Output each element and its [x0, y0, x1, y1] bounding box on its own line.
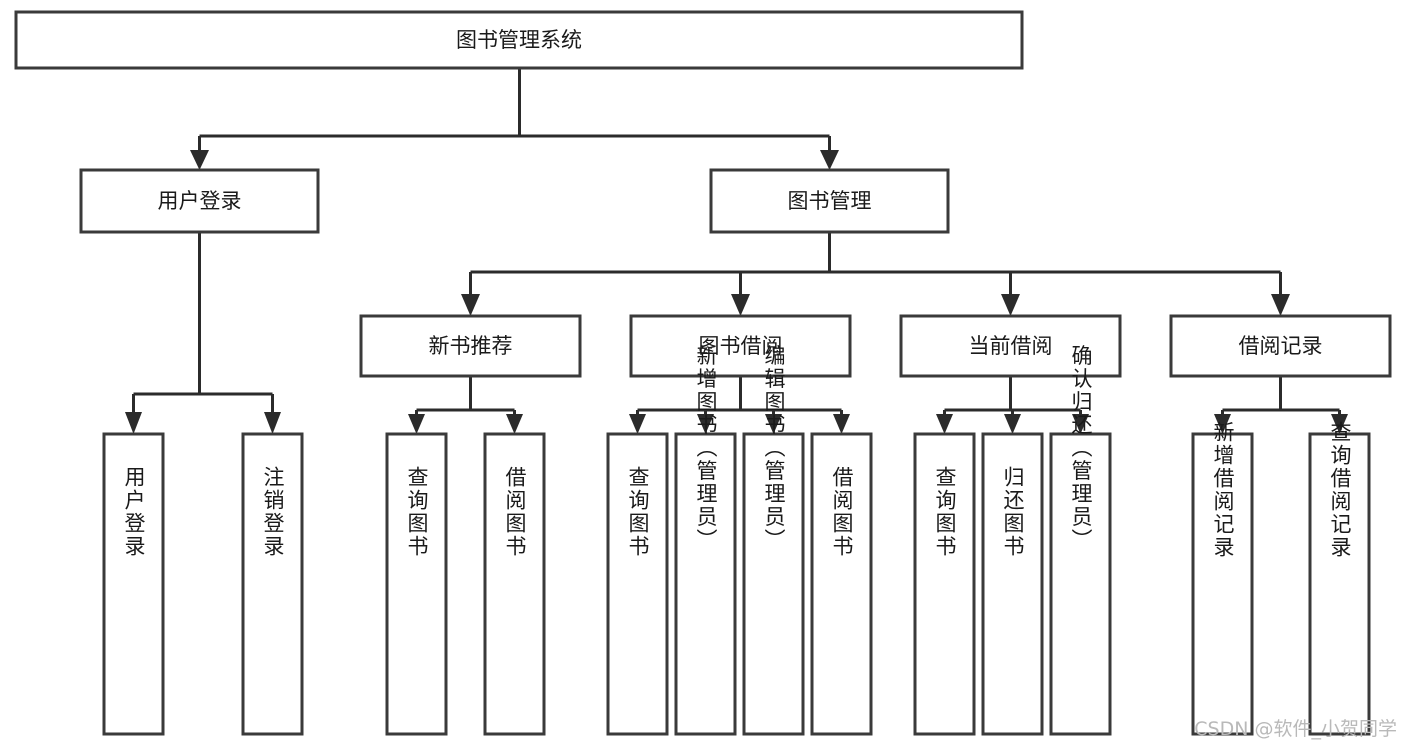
connector-layer [125, 68, 1348, 434]
book-borrow-label: 图书借阅 [699, 334, 783, 358]
arrow-to-leaf-logout-login [264, 412, 281, 434]
user-login-box[interactable] [79, 168, 320, 234]
arrow-to-leaf-query-book-3 [936, 414, 953, 434]
arrow-to-leaf-user-login [125, 412, 142, 434]
leaf-confirm-return-label: 确认归还（管理员） [1069, 345, 1093, 552]
node-leaf-add-book[interactable]: 新增图书（管理员） [674, 345, 737, 736]
user-login-label: 用户登录 [158, 189, 242, 213]
leaf-return-book-label: 归还图书 [1001, 466, 1025, 558]
node-leaf-logout-login[interactable]: 注销登录 [241, 432, 304, 736]
arrow-to-leaf-query-borrow-record [1331, 414, 1348, 434]
node-book-borrow[interactable]: 图书借阅 [629, 314, 852, 378]
leaf-user-login-label: 用户登录 [122, 466, 146, 558]
book-manage-box[interactable] [709, 168, 950, 234]
node-leaf-query-book-1[interactable]: 查询图书 [385, 432, 448, 736]
book-manage-label: 图书管理 [788, 189, 872, 213]
leaf-edit-book-box[interactable] [742, 432, 805, 736]
arrow-to-new-book-recommend [461, 294, 480, 316]
arrow-to-leaf-add-borrow-record [1214, 414, 1231, 434]
arrow-to-leaf-borrow-book-2 [833, 414, 850, 434]
arrow-root-to-book-manage [820, 150, 839, 170]
leaf-borrow-book-1-label: 借阅图书 [503, 466, 527, 558]
leaf-user-login-box[interactable] [102, 432, 165, 736]
borrow-record-label: 借阅记录 [1239, 334, 1323, 358]
node-leaf-borrow-book-2[interactable]: 借阅图书 [810, 432, 873, 736]
leaf-add-book-box[interactable] [674, 432, 737, 736]
node-root[interactable]: 图书管理系统 [14, 10, 1024, 70]
leaf-query-book-2-label: 查询图书 [626, 466, 650, 558]
current-borrow-box[interactable] [899, 314, 1122, 378]
leaf-logout-login-box[interactable] [241, 432, 304, 736]
node-current-borrow[interactable]: 当前借阅 [899, 314, 1122, 378]
root-box[interactable] [14, 10, 1024, 70]
leaf-return-book-box[interactable] [981, 432, 1044, 736]
book-borrow-box[interactable] [629, 314, 852, 378]
arrow-to-leaf-confirm-return [1072, 414, 1089, 434]
node-leaf-query-borrow-record[interactable]: 查询借阅记录 [1308, 421, 1371, 736]
arrow-to-leaf-query-book-1 [408, 414, 425, 434]
node-leaf-return-book[interactable]: 归还图书 [981, 432, 1044, 736]
arrow-to-leaf-query-book-2 [629, 414, 646, 434]
node-leaf-add-borrow-record[interactable]: 新增借阅记录 [1191, 421, 1254, 736]
arrow-root-to-user-login [190, 150, 209, 170]
arrow-to-leaf-borrow-book-1 [506, 414, 523, 434]
arrow-to-borrow-record [1271, 294, 1290, 316]
node-book-manage[interactable]: 图书管理 [709, 168, 950, 234]
current-borrow-label: 当前借阅 [969, 334, 1053, 358]
node-leaf-confirm-return[interactable]: 确认归还（管理员） [1049, 345, 1112, 736]
arrow-to-leaf-return-book [1004, 414, 1021, 434]
leaf-add-book-label: 新增图书（管理员） [694, 345, 718, 552]
leaf-query-book-3-box[interactable] [913, 432, 976, 736]
node-user-login[interactable]: 用户登录 [79, 168, 320, 234]
borrow-record-box[interactable] [1169, 314, 1392, 378]
leaf-query-book-2-box[interactable] [606, 432, 669, 736]
leaf-query-borrow-record-box[interactable] [1308, 432, 1371, 736]
leaf-add-borrow-record-box[interactable] [1191, 432, 1254, 736]
leaf-query-book-1-box[interactable] [385, 432, 448, 736]
node-new-book-recommend[interactable]: 新书推荐 [359, 314, 582, 378]
node-leaf-edit-book[interactable]: 编辑图书（管理员） [742, 345, 805, 736]
leaf-borrow-book-1-box[interactable] [483, 432, 546, 736]
root-label: 图书管理系统 [456, 28, 582, 52]
node-leaf-query-book-2[interactable]: 查询图书 [606, 432, 669, 736]
leaf-query-book-1-label: 查询图书 [405, 466, 429, 558]
leaf-borrow-book-2-label: 借阅图书 [830, 466, 854, 558]
node-leaf-borrow-book-1[interactable]: 借阅图书 [483, 432, 546, 736]
new-book-recommend-label: 新书推荐 [429, 334, 513, 358]
node-leaf-user-login[interactable]: 用户登录 [102, 432, 165, 736]
leaf-confirm-return-box[interactable] [1049, 432, 1112, 736]
arrow-to-current-borrow [1001, 294, 1020, 316]
leaf-borrow-book-2-box[interactable] [810, 432, 873, 736]
leaf-query-book-3-label: 查询图书 [933, 466, 957, 558]
arrow-to-book-borrow [731, 294, 750, 316]
arrow-to-leaf-edit-book [765, 414, 782, 434]
leaf-add-borrow-record-label: 新增借阅记录 [1211, 421, 1235, 559]
node-leaf-query-book-3[interactable]: 查询图书 [913, 432, 976, 736]
leaf-query-borrow-record-label: 查询借阅记录 [1328, 421, 1352, 559]
leaf-logout-login-label: 注销登录 [261, 466, 285, 558]
arrow-to-leaf-add-book [697, 414, 714, 434]
new-book-recommend-box[interactable] [359, 314, 582, 378]
node-borrow-record[interactable]: 借阅记录 [1169, 314, 1392, 378]
leaf-edit-book-label: 编辑图书（管理员） [762, 345, 786, 552]
